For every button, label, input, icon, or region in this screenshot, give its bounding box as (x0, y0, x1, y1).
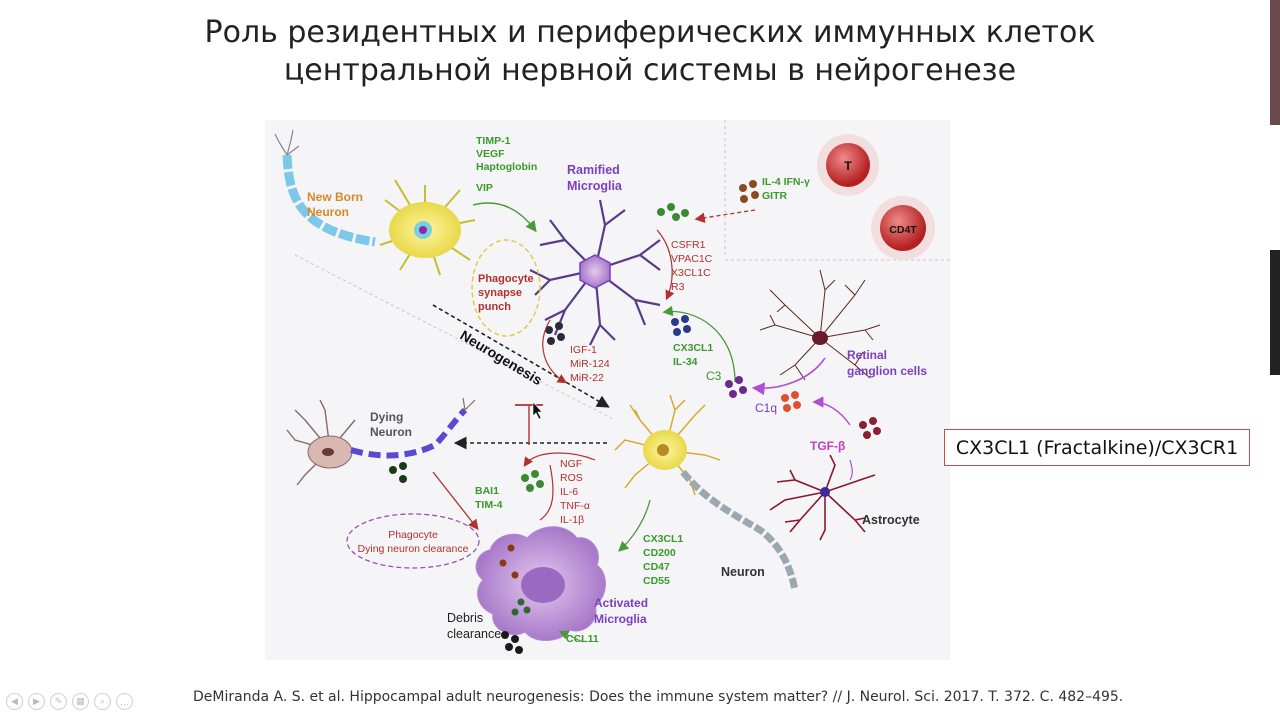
next-icon[interactable]: ▶ (28, 693, 45, 710)
video-edge-strip-top (1270, 0, 1280, 125)
video-edge-strip-middle (1270, 250, 1280, 375)
phagocyte-synapse-label-1: Phagocyte (478, 273, 534, 285)
phagocyte-synapse-oval (471, 239, 541, 337)
dying-neuron-cell (286, 397, 476, 486)
prev-icon[interactable]: ◀ (6, 693, 23, 710)
astrocyte-cell (769, 454, 876, 541)
activated-microglia-cell (475, 526, 606, 641)
mir-22-label: MiR-22 (570, 372, 604, 384)
astrocyte-label: Astrocyte (862, 513, 920, 527)
c1q-label: C1q (755, 401, 777, 415)
pen-icon[interactable]: ✎ (50, 693, 67, 710)
debris-clearance-label-1: Debris (447, 611, 483, 625)
ngf-label: NGF (560, 458, 582, 470)
slideshow-toolbar: ◀ ▶ ✎ ▦ ⌕ … (6, 693, 133, 710)
debris-clearance-label-2: clearance (447, 627, 501, 641)
black-dots-debris (501, 631, 523, 654)
ccl11-label: CCL11 (566, 633, 599, 645)
cd4t-cell-label: CD4T (889, 224, 917, 236)
new-born-neuron-label-1: New Born (307, 190, 363, 204)
diagram-canvas: New Born Neuron TIMP-1 VEGF Haptoglobin … (265, 120, 950, 660)
retinal-ganglion-cell (759, 269, 881, 381)
green-dots-bai (521, 470, 544, 492)
fractalkine-callout: CX3CL1 (Fractalkine)/CX3CR1 (944, 429, 1250, 466)
more-icon[interactable]: … (116, 693, 133, 710)
t-cell: T (817, 134, 879, 196)
central-neuron-cell (614, 394, 799, 591)
il6-label: IL-6 (560, 486, 578, 498)
mouse-cursor (532, 401, 543, 420)
brown-dots-t (739, 180, 759, 203)
il1-beta-label: IL-1β (560, 514, 584, 526)
cd-cx3cl1-label: CX3CL1 (643, 533, 683, 545)
phagocyte-synapse-label-2: synapse (478, 287, 522, 299)
factor-vip: VIP (476, 182, 493, 194)
phagocyte-clearance-label-1: Phagocyte (388, 529, 438, 541)
receptor-x3cl1c: X3CL1C (671, 267, 711, 279)
slide-title-line-1: Роль резидентных и периферических иммунн… (204, 15, 1096, 50)
c3-label: C3 (706, 369, 722, 383)
tnf-alpha-label: TNF-α (560, 500, 590, 512)
new-born-neuron-label-2: Neuron (307, 205, 349, 219)
phagocyte-clearance-oval (346, 513, 480, 569)
activated-microglia-label-1: Activated (594, 596, 648, 610)
zoom-icon[interactable]: ⌕ (94, 693, 111, 710)
cd200-label: CD200 (643, 547, 676, 559)
dying-neuron-label-2: Neuron (370, 425, 412, 439)
factor-timp1: TIMP-1 (476, 135, 511, 147)
mir-124-label: MiR-124 (570, 358, 610, 370)
cd47-label: CD47 (643, 561, 670, 573)
receptor-vpac1c: VPAC1C (671, 253, 713, 265)
phagocyte-clearance-label-2: Dying neuron clearance (358, 543, 469, 555)
receptor-csfr1: CSFR1 (671, 239, 706, 251)
tgf-beta-label: TGF-β (810, 439, 845, 453)
phagocyte-synapse-label-3: punch (478, 301, 511, 313)
il34-label: IL-34 (673, 356, 698, 368)
ramified-microglia-label-1: Ramified (567, 163, 620, 177)
diagram-background (265, 120, 950, 660)
cd55-label: CD55 (643, 575, 670, 587)
blue-dots (671, 315, 691, 336)
t-cytokine-gitr: GITR (762, 190, 787, 202)
neuron-label: Neuron (721, 565, 765, 579)
factor-haptoglobin: Haptoglobin (476, 161, 537, 173)
retinal-ganglion-label-2: ganglion cells (847, 364, 927, 378)
cd4t-cell: CD4T (871, 196, 935, 260)
slide-title: Роль резидентных и периферических иммунн… (150, 14, 1150, 90)
dying-neuron-label-1: Dying (370, 410, 403, 424)
cx3cl1-label: CX3CL1 (673, 342, 713, 354)
t-cell-label: T (844, 159, 852, 173)
ros-label: ROS (560, 472, 583, 484)
dark-green-dots-dying (389, 462, 407, 483)
green-dots-top (657, 203, 689, 221)
receptor-r3: R3 (671, 281, 685, 293)
purple-dots-c3 (725, 376, 747, 398)
ramified-microglia-cell (529, 199, 661, 346)
tim4-label: TIM-4 (475, 499, 503, 511)
slide-title-line-2: центральной нервной системы в нейрогенез… (283, 53, 1017, 88)
retinal-ganglion-label-1: Retinal (847, 348, 887, 362)
new-born-neuron-cell (274, 129, 476, 276)
maroon-dots-tgf (859, 417, 881, 439)
dark-dots-igf (545, 322, 565, 345)
ramified-microglia-label-2: Microglia (567, 179, 623, 193)
igf-1-label: IGF-1 (570, 344, 597, 356)
immune-neurogenesis-diagram: New Born Neuron TIMP-1 VEGF Haptoglobin … (265, 120, 950, 660)
t-cytokine-il4-ifn: IL-4 IFN-γ (762, 176, 810, 188)
bai1-label: BAI1 (475, 485, 499, 497)
factor-vegf: VEGF (476, 148, 505, 160)
activated-microglia-label-2: Microglia (594, 612, 647, 626)
orange-dots-c1q (781, 391, 801, 412)
slides-icon[interactable]: ▦ (72, 693, 89, 710)
citation: DeMiranda A. S. et al. Hippocampal adult… (193, 689, 1124, 705)
